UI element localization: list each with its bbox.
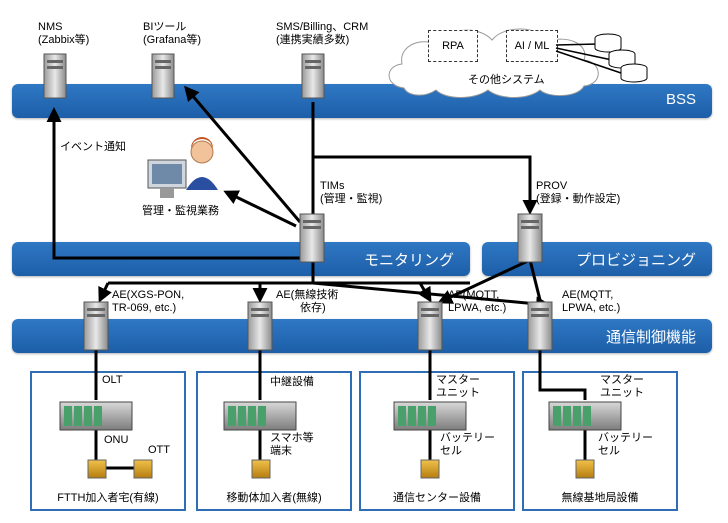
- bss-band: BSS: [12, 84, 712, 118]
- server-icon: [83, 301, 109, 351]
- control-band: 通信制御機能: [12, 319, 712, 353]
- server-icon: [43, 53, 67, 99]
- olt-label: OLT: [102, 374, 123, 386]
- master-unit-label-center: マスターユニット: [436, 374, 480, 399]
- ott-label: OTT: [148, 444, 170, 456]
- provisioning-label: プロビジョニング: [575, 252, 696, 269]
- rack-device-icon: [223, 401, 297, 431]
- server-icon: [247, 301, 273, 351]
- onu-label: ONU: [104, 434, 129, 446]
- operator-icon: [147, 137, 218, 198]
- server-icon: [151, 53, 175, 99]
- rpa-label: RPA: [442, 40, 464, 52]
- panel-mobile: 移動体加入者(無線): [196, 371, 352, 511]
- panel-mobile-label: 移動体加入者(無線): [226, 492, 322, 504]
- nms-label: NMS(Zabbix等): [38, 21, 90, 46]
- master-unit-label-bs: マスターユニット: [600, 374, 644, 399]
- server-icon: [301, 53, 325, 99]
- control-label: 通信制御機能: [605, 329, 696, 346]
- database-icon: [594, 33, 648, 83]
- server-icon: [527, 301, 553, 351]
- panel-ftth-label: FTTH加入者宅(有線): [57, 492, 159, 504]
- server-icon: [299, 213, 325, 263]
- rpa-box: RPA: [428, 30, 478, 62]
- bi-label: BIツール(Grafana等): [143, 21, 202, 46]
- terminal-icon: [251, 459, 271, 479]
- rack-device-icon: [59, 401, 133, 431]
- battery-label-center: バッテリーセル: [440, 432, 495, 457]
- panel-ftth: FTTH加入者宅(有線): [30, 371, 186, 511]
- server-icon: [517, 213, 543, 263]
- operator-label: 管理・監視業務: [142, 205, 219, 217]
- terminal-icon: [133, 459, 153, 479]
- other-systems-label: その他システム: [468, 74, 545, 86]
- bss-label: BSS: [665, 91, 696, 108]
- terminal-icon: [87, 459, 107, 479]
- smartphone-label: スマホ等端末: [270, 432, 314, 457]
- panel-center: 通信センター設備: [359, 371, 515, 511]
- event-label: イベント通知: [60, 141, 126, 153]
- sms-label: SMS/Billing、CRM(連携実績多数): [276, 21, 369, 46]
- prov-label: PROV(登録・動作設定): [536, 180, 621, 205]
- tims-label: TIMs(管理・監視): [320, 180, 383, 205]
- terminal-icon: [575, 459, 595, 479]
- terminal-icon: [420, 459, 440, 479]
- relay-label: 中継設備: [270, 376, 314, 388]
- aiml-label: AI / ML: [514, 40, 550, 52]
- rack-device-icon: [548, 401, 622, 431]
- server-icon: [417, 301, 443, 351]
- ae-label-ftth: AE(XGS-PON,TR-069, etc.): [112, 289, 185, 314]
- panel-basestation-label: 無線基地局設備: [561, 492, 639, 504]
- ae-label-mobile: AE(無線技術依存): [276, 289, 339, 314]
- battery-label-bs: バッテリーセル: [598, 432, 653, 457]
- panel-center-label: 通信センター設備: [393, 492, 481, 504]
- aiml-box: AI / ML: [506, 30, 558, 62]
- ae-label-basestation: AE(MQTT,LPWA, etc.): [562, 289, 621, 314]
- rack-device-icon: [393, 401, 467, 431]
- panel-basestation: 無線基地局設備: [522, 371, 678, 511]
- monitoring-label: モニタリング: [363, 252, 454, 269]
- ae-label-center: AE(MQTT,LPWA, etc.): [448, 289, 507, 314]
